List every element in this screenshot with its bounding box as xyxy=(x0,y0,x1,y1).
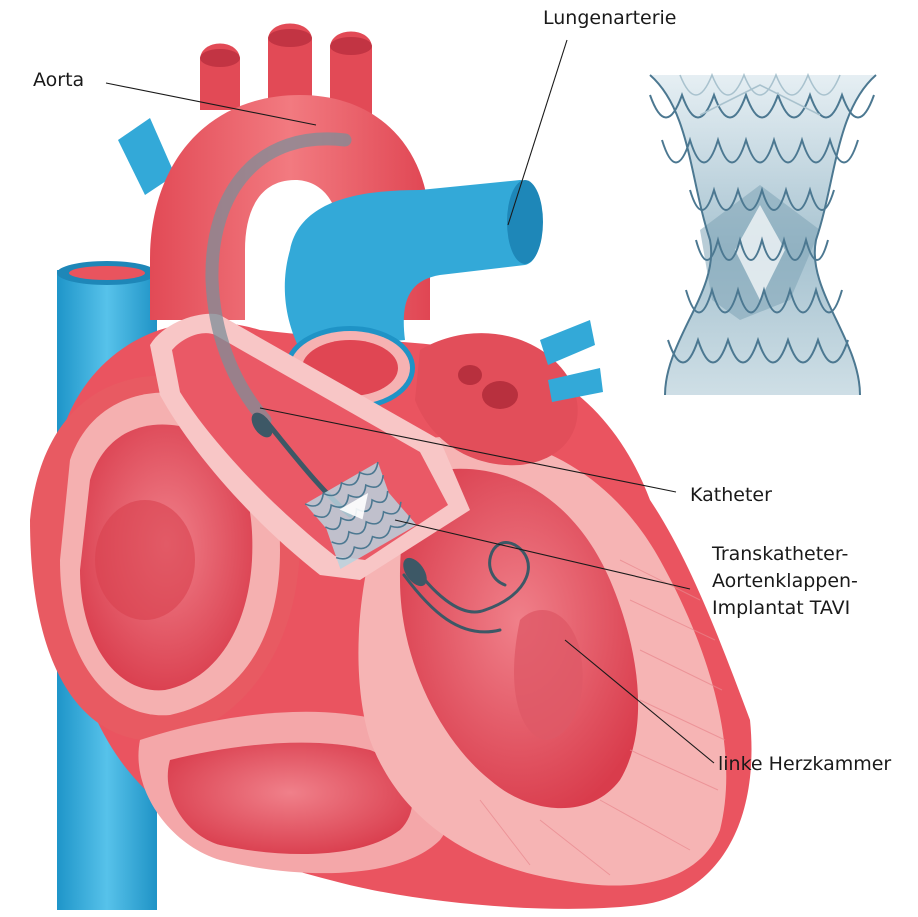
label-tavi-line2: Aortenklappen- xyxy=(712,568,858,595)
tavi-stent-illustration xyxy=(650,75,876,395)
label-tavi-line1: Transkatheter- xyxy=(712,541,858,568)
pulmonary-vein-opening xyxy=(482,381,518,409)
label-left-ventricle: linke Herzkammer xyxy=(718,751,891,778)
pulmonary-artery-vessel xyxy=(285,180,543,350)
label-aorta: Aorta xyxy=(33,67,84,94)
label-pulmonary-artery: Lungenarterie xyxy=(543,5,677,32)
label-tavi-line3: Implantat TAVI xyxy=(712,595,858,622)
label-catheter: Katheter xyxy=(690,482,772,509)
label-tavi: Transkatheter- Aortenklappen- Implantat … xyxy=(712,541,858,622)
